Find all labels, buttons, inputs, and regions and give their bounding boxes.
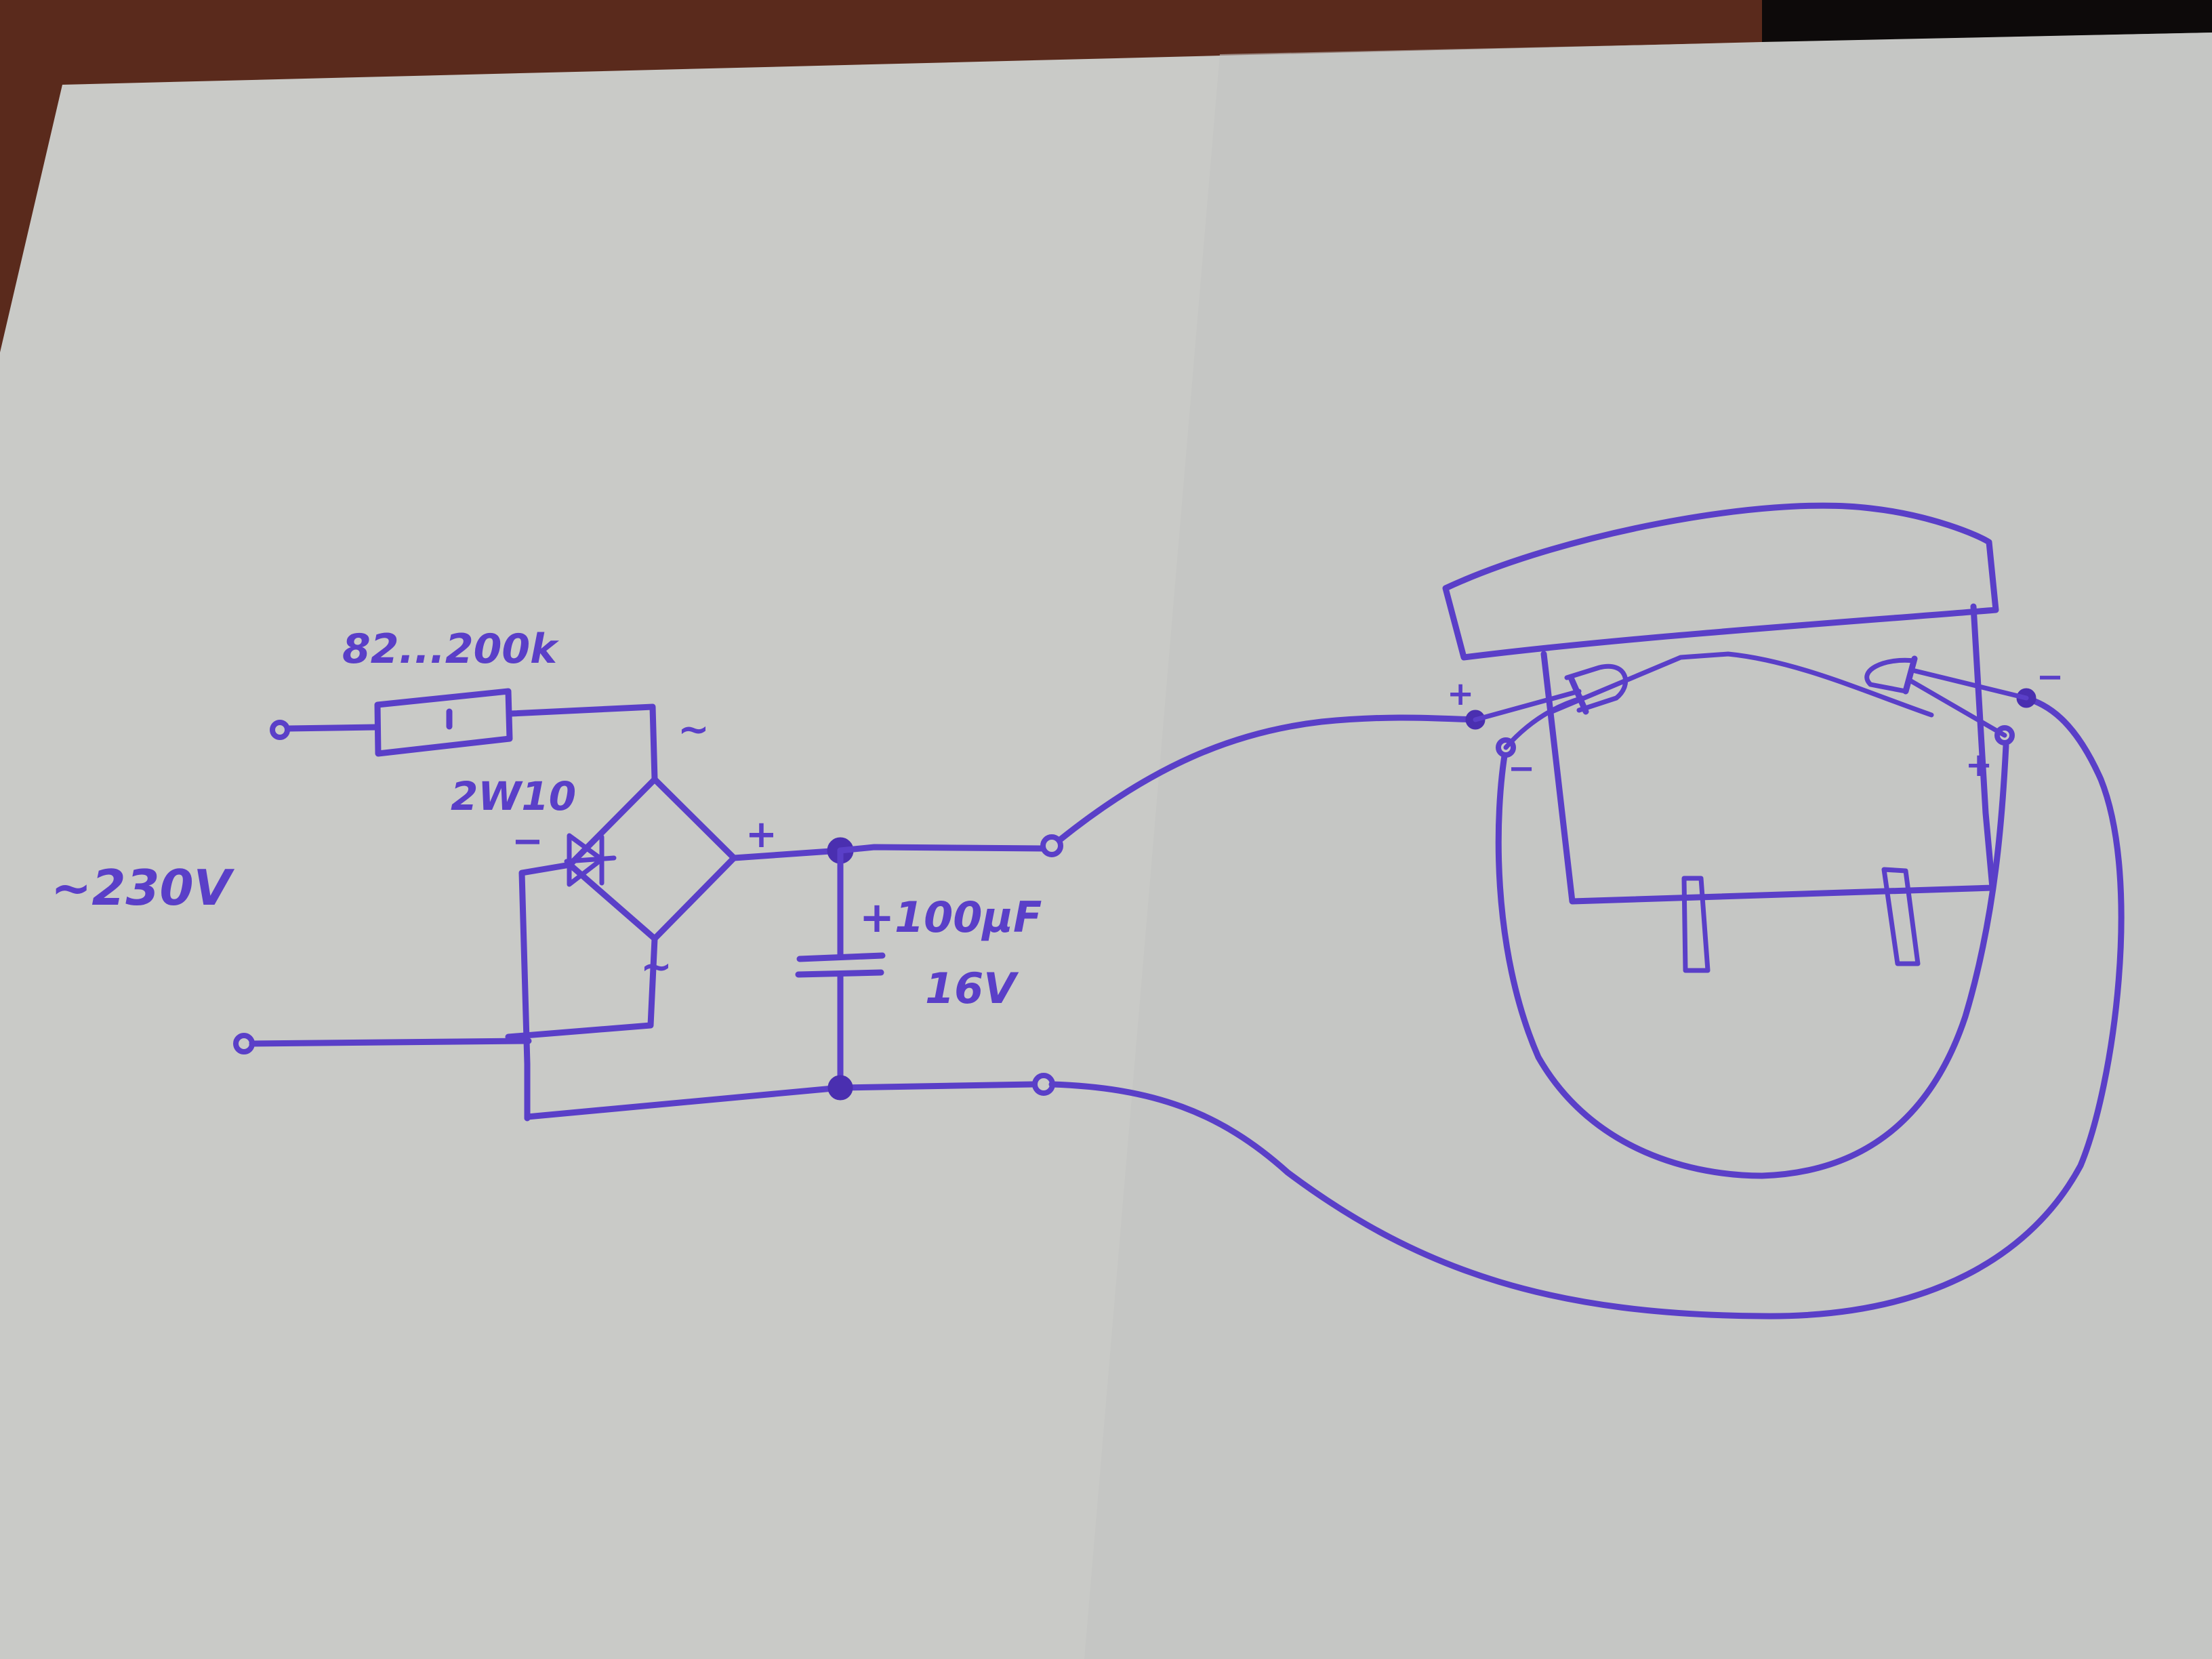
paper-shade — [1084, 33, 2212, 1659]
input-terminal-top — [270, 720, 290, 740]
bridge-ac-bottom-label: ~ — [640, 945, 672, 989]
wire-led-bridge — [1549, 651, 1934, 718]
led2-plus-label: + — [1965, 746, 1992, 784]
led2-body — [1864, 657, 1917, 694]
bridge-minus-label: − — [512, 819, 544, 863]
led2-leads — [1908, 668, 2029, 738]
wire-inner-loop — [1495, 742, 2009, 1179]
housing-pin-left — [1681, 876, 1711, 973]
wire-input-bottom — [249, 1038, 532, 1047]
led1-flat — [1568, 674, 1589, 715]
wire-plus-rail — [837, 844, 1047, 854]
wire-bridge-plus — [731, 847, 844, 861]
capacitor-voltage-label: 16V — [925, 964, 1019, 1013]
led1-body — [1564, 663, 1629, 713]
housing-cap — [1442, 502, 1999, 661]
housing-pin-right — [1881, 867, 1921, 966]
led1-plus-label: + — [1447, 675, 1474, 713]
wire-resistor-to-bridge — [508, 703, 658, 783]
bridge-plus-label: + — [745, 813, 777, 857]
wire-input-to-resistor — [285, 724, 380, 732]
led2-flat — [1902, 655, 1918, 695]
dark-background — [1762, 0, 2212, 42]
resistor-value-label: 82...200k — [342, 626, 559, 673]
capacitor-plate-top — [796, 952, 886, 962]
diode-symbol-icon — [564, 833, 617, 887]
wire-ground-loop — [1048, 695, 2125, 1319]
wire-to-led1-plus — [1056, 714, 1479, 844]
led1-minus-label: − — [1508, 750, 1535, 787]
junction-ground — [827, 1075, 853, 1101]
wire-bridge-minus — [518, 861, 573, 1122]
bridge-ac-top-label: ~ — [678, 708, 710, 752]
led2-minus-label: − — [2036, 658, 2064, 696]
output-terminal-plus — [1040, 834, 1063, 857]
bridge-part-label: 2W10 — [451, 773, 576, 819]
resistor-body — [374, 688, 513, 757]
mains-voltage-label: ~230V — [51, 859, 235, 916]
capacitor-value-label: +100µF — [859, 893, 1042, 942]
wire-bridge-ac-bottom — [505, 935, 658, 1040]
